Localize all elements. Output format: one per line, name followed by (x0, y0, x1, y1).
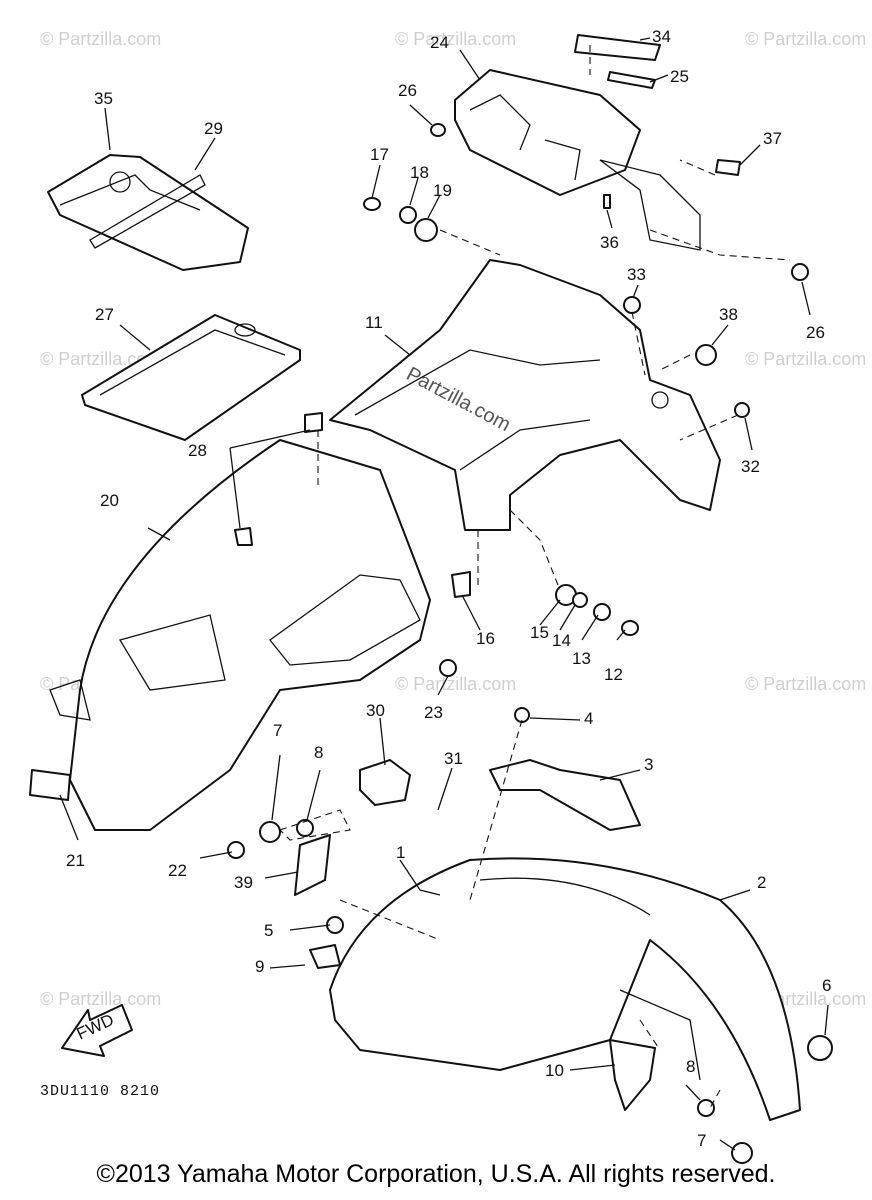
callout-7: 7 (697, 1131, 706, 1150)
callout-29: 29 (204, 119, 223, 138)
callout-38: 38 (719, 305, 738, 324)
callout-34: 34 (652, 27, 671, 46)
tray-part (81, 314, 301, 441)
callout-10: 10 (545, 1061, 564, 1080)
callout-36: 36 (600, 233, 619, 252)
copyright-notice: ©2013 Yamaha Motor Corporation, U.S.A. A… (96, 1160, 776, 1188)
callout-21: 21 (66, 851, 85, 870)
callout-20: 20 (100, 491, 119, 510)
callout-18: 18 (410, 163, 429, 182)
callout-23: 23 (424, 703, 443, 722)
watermark: © Partzilla.com (395, 674, 516, 694)
tail-housing-part (454, 69, 701, 251)
fwd-arrow-icon: FWD (61, 1004, 133, 1057)
watermark: © Partzilla.com (395, 29, 516, 49)
callout-5: 5 (264, 921, 273, 940)
watermark: © Partzilla.com (745, 674, 866, 694)
callout-31: 31 (444, 749, 463, 768)
callout-26: 26 (806, 323, 825, 342)
callout-17: 17 (370, 145, 389, 164)
drawing-code: 3DU1110 8210 (40, 1083, 161, 1100)
callout-16: 16 (476, 629, 495, 648)
callout-26: 26 (398, 81, 417, 100)
callout-22: 22 (168, 861, 187, 880)
callout-35: 35 (94, 89, 113, 108)
fasteners (29, 34, 833, 1164)
callout-13: 13 (572, 649, 591, 668)
callout-28: 28 (188, 441, 207, 460)
watermark: © Partzilla.com (40, 29, 161, 49)
callout-9: 9 (255, 957, 264, 976)
rear-frame-part (329, 259, 721, 531)
callout-7: 7 (273, 721, 282, 740)
callout-6: 6 (822, 976, 831, 995)
callout-12: 12 (604, 665, 623, 684)
callout-2: 2 (757, 873, 766, 892)
callout-14: 14 (552, 631, 571, 650)
callout-37: 37 (763, 129, 782, 148)
callout-19: 19 (433, 181, 452, 200)
callout-8: 8 (314, 743, 323, 762)
callout-15: 15 (530, 623, 549, 642)
callout-25: 25 (670, 67, 689, 86)
front-fender-part (329, 857, 801, 1121)
watermark: © Partzilla.com (40, 989, 161, 1009)
watermark: © Partzilla.com (745, 349, 866, 369)
callout-27: 27 (95, 305, 114, 324)
leader-lines (59, 37, 829, 1151)
callout-24: 24 (430, 33, 449, 52)
callout-8: 8 (686, 1057, 695, 1076)
callout-11: 11 (365, 313, 383, 332)
callout-32: 32 (741, 457, 760, 476)
callout-4: 4 (584, 709, 593, 728)
callout-39: 39 (234, 873, 253, 892)
callout-3: 3 (644, 755, 653, 774)
brace-part (489, 759, 641, 831)
assembly-lines (278, 45, 791, 1109)
callout-1: 1 (396, 843, 405, 862)
callout-33: 33 (627, 265, 646, 284)
watermark: © Partzilla.com (745, 29, 866, 49)
callout-30: 30 (366, 701, 385, 720)
tool-bag-part (47, 154, 249, 271)
rear-fender-part (49, 439, 431, 831)
watermark: © Partzilla.com (40, 349, 161, 369)
callouts: 1 2 3 4 5 6 7 7 8 8 9 10 11 12 13 14 15 … (66, 27, 831, 1150)
